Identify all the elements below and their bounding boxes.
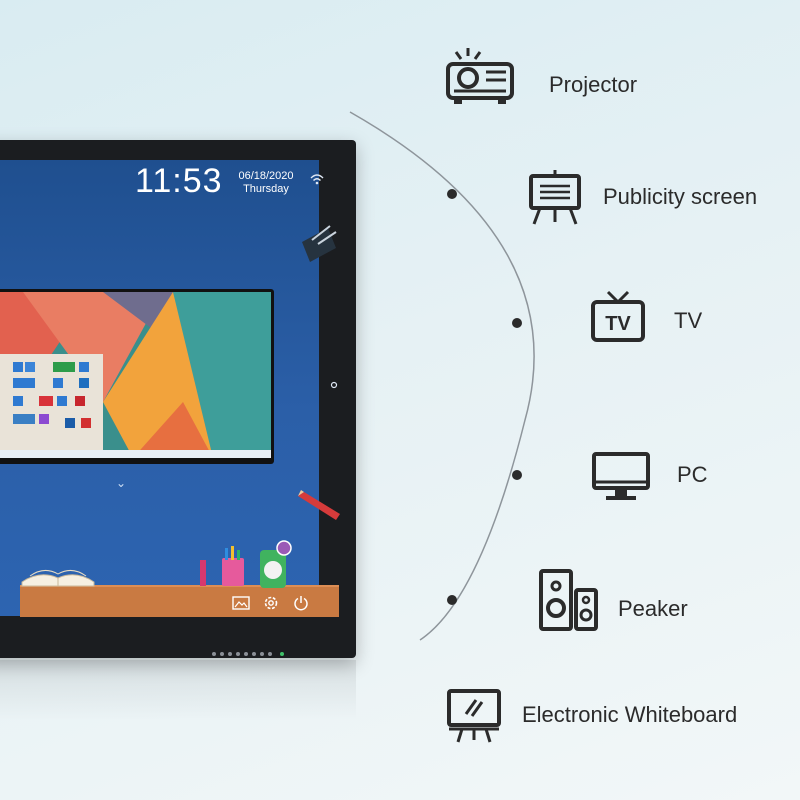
settings-gear-icon[interactable] — [263, 595, 279, 611]
desktop-window — [0, 289, 274, 464]
globe-jar-icon — [260, 540, 292, 588]
start-menu — [0, 354, 103, 450]
chevron-down-icon: ⌄ — [116, 476, 127, 490]
arc-dot — [447, 595, 457, 605]
taskbar — [0, 450, 271, 458]
binder-clip-icon — [302, 225, 337, 262]
arc-dot — [512, 470, 522, 480]
arc-dot — [512, 318, 522, 328]
feature-label-pc: PC — [677, 462, 708, 487]
tv-icon: TV — [591, 290, 645, 342]
speaker-icon — [539, 569, 598, 631]
pencil-icon — [298, 490, 340, 520]
monitor-icon — [592, 452, 650, 500]
easel-board-icon — [529, 170, 581, 225]
open-book-icon — [21, 570, 95, 587]
arc-dot — [447, 189, 457, 199]
feature-label-tv: TV — [674, 308, 703, 333]
wallpaper-shapes — [0, 292, 271, 458]
wifi-icon — [310, 174, 324, 185]
feature-label-projector: Projector — [549, 72, 638, 97]
whiteboard-icon — [447, 689, 501, 743]
clock-time: 11:53 — [135, 162, 223, 200]
gallery-icon[interactable] — [232, 595, 250, 611]
front-panel-buttons — [212, 643, 288, 661]
pen-holder-icon — [200, 546, 244, 586]
side-button-icon — [330, 381, 338, 389]
feature-label-electronic-whiteboard: Electronic Whiteboard — [522, 702, 738, 727]
projector-icon — [446, 48, 514, 104]
weekday-text: Thursday — [243, 183, 289, 196]
svg-text:TV: TV — [605, 313, 631, 335]
feature-label-peaker: Peaker — [618, 596, 688, 621]
desk-shelf — [20, 587, 339, 617]
clock-date: 06/18/2020 Thursday — [234, 170, 298, 196]
panel-reflection — [0, 660, 356, 720]
feature-label-publicity-screen: Publicity screen — [603, 184, 758, 209]
date-text: 06/18/2020 — [238, 170, 294, 182]
power-icon[interactable] — [293, 595, 309, 611]
